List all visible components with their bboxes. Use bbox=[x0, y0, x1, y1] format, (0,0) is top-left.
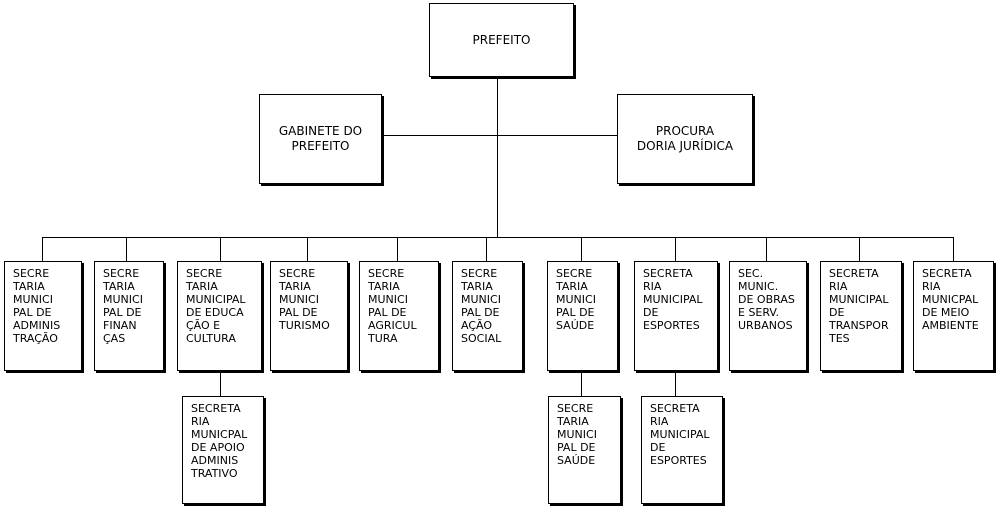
prefeito-box: PREFEITO bbox=[429, 3, 574, 77]
prefeito-label: PREFEITO bbox=[472, 32, 531, 47]
